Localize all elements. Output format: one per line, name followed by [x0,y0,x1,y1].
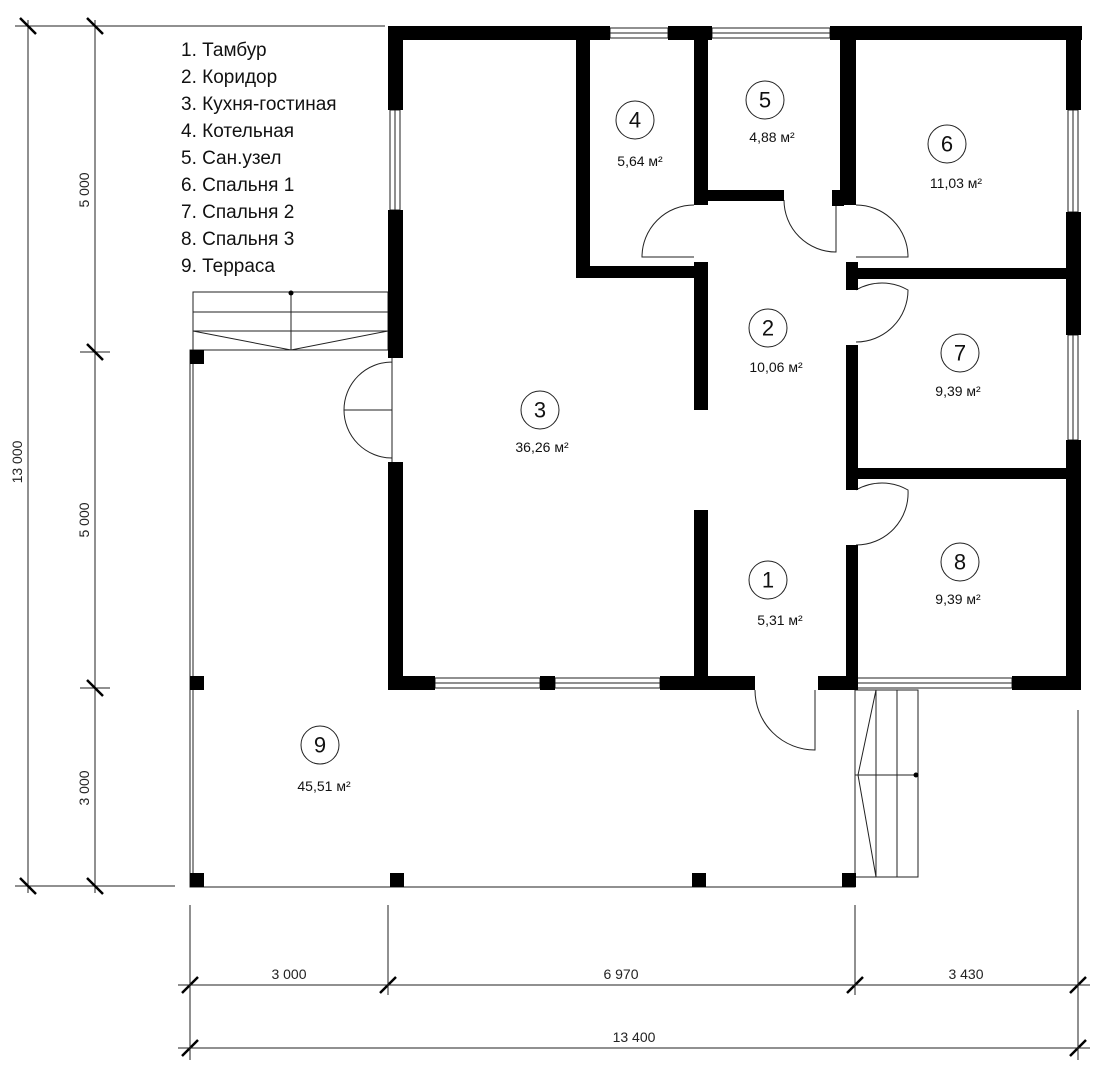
dimension-bottom-total: 13 400 [613,1029,656,1045]
room-8-label: 8 9,39 м² [935,542,981,607]
wall [846,468,1066,479]
wall [830,26,1082,40]
wall [694,510,708,690]
terrace-post [390,873,404,887]
door-swing [855,282,909,343]
window [1067,334,1079,441]
terrace-post [190,676,204,690]
dimension-lines: 13 000 5 000 5 000 3 000 3 000 6 970 3 4… [9,17,1090,1060]
dimension-bottom-segment: 6 970 [603,966,638,982]
door-swing [343,358,393,462]
legend-item: 6. Спальня 1 [181,175,294,196]
wall [832,190,844,206]
room-number: 9 [314,733,326,758]
dimension-left-segment: 5 000 [76,172,92,207]
legend-item: 3. Кухня-гостиная [181,94,337,115]
room-area: 45,51 м² [297,778,351,794]
window [711,27,831,39]
room-area: 11,03 м² [930,175,983,191]
wall [540,676,555,690]
room-3-label: 3 36,26 м² [515,390,569,455]
wall [1066,26,1081,110]
wall [694,40,708,205]
terrace-post [692,873,706,887]
windows [389,27,1079,689]
room-legend: 1. Тамбур 2. Коридор 3. Кухня-гостиная 4… [181,40,337,277]
wall [388,26,403,110]
wall [388,26,610,40]
room-9-label: 9 45,51 м² [297,725,351,794]
dimension-left-total: 13 000 [9,440,25,483]
dimension-bottom-segment: 3 000 [271,966,306,982]
dimension-left-segment: 3 000 [76,770,92,805]
wall [1012,676,1081,690]
wall [846,545,858,690]
room-number: 5 [759,88,771,113]
room-area: 36,26 м² [515,439,569,455]
terrace-post [190,873,204,887]
window [434,677,541,689]
wall [388,210,403,358]
legend-item: 8. Спальня 3 [181,229,294,250]
wall [1066,212,1081,335]
legend-item: 4. Котельная [181,121,294,142]
dimension-bottom-segment: 3 430 [948,966,983,982]
wall [668,26,712,40]
terrace-post [190,350,204,364]
room-area: 5,64 м² [617,153,663,169]
room-area: 10,06 м² [749,359,803,375]
wall [840,40,856,205]
room-area: 5,31 м² [757,612,803,628]
doors [343,199,909,751]
wall [694,190,784,201]
legend-item: 5. Сан.узел [181,148,281,169]
wall [694,262,708,410]
wall [846,268,1066,279]
wall [1066,440,1081,690]
room-area: 9,39 м² [935,591,981,607]
room-number: 2 [762,316,774,341]
legend-item: 1. Тамбур [181,40,267,61]
window [855,677,1013,689]
wall [388,676,435,690]
dimension-left-segment: 5 000 [76,502,92,537]
room-7-label: 7 9,39 м² [935,333,981,399]
door-swing [641,204,695,258]
wall [388,462,403,690]
right-stairs [854,689,919,878]
room-5-label: 5 4,88 м² [745,80,795,145]
terrace-posts [190,350,856,887]
door-swing [783,199,837,253]
room-number: 8 [954,550,966,575]
window [609,27,669,39]
terrace-post [842,873,856,887]
legend-item: 9. Терраса [181,256,275,277]
room-number: 1 [762,568,774,593]
room-number: 7 [954,341,966,366]
room-1-label: 1 5,31 м² [748,560,803,628]
room-area: 9,39 м² [935,383,981,399]
terrace [189,349,856,888]
legend-item: 7. Спальня 2 [181,202,294,223]
room-2-label: 2 10,06 м² [748,308,803,375]
door-swing [855,204,909,258]
room-number: 4 [629,108,641,133]
room-area: 4,88 м² [749,129,795,145]
room-labels: 1 5,31 м² 2 10,06 м² 3 36,26 м² 4 5,64 м² 5 4… [297,80,983,794]
window [389,109,401,211]
door-swing [754,689,816,751]
wall [576,40,590,278]
window [1067,109,1079,213]
door-swing [855,482,909,546]
room-number: 3 [534,398,546,423]
left-stairs [192,290,389,351]
walls [388,26,1082,690]
room-6-label: 6 11,03 м² [927,124,983,191]
wall [576,266,708,278]
room-number: 6 [941,132,953,157]
legend-item: 2. Коридор [181,67,277,88]
room-4-label: 4 5,64 м² [615,100,663,169]
window [554,677,661,689]
wall [846,345,858,490]
